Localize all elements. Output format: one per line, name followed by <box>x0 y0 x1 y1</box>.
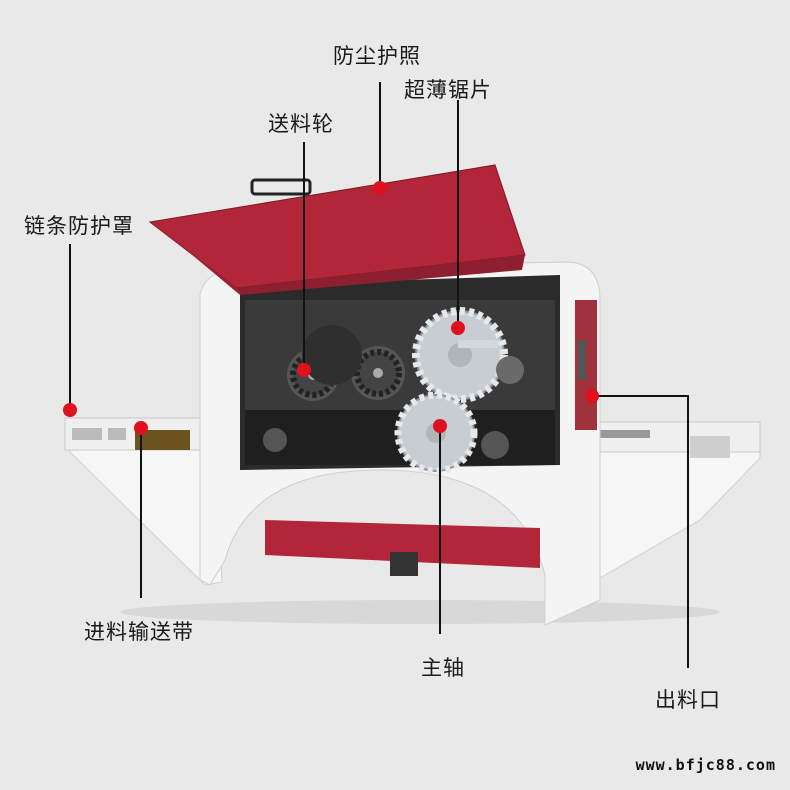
cover-handle <box>250 178 312 196</box>
label-infeed-conveyor: 进料输送带 <box>84 620 194 644</box>
infeed-conveyor <box>135 430 190 450</box>
upper-saw-blade <box>412 307 508 403</box>
callout-lines <box>69 82 689 668</box>
label-feed-wheel: 送料轮 <box>268 112 334 136</box>
label-outfeed: 出料口 <box>655 688 721 712</box>
label-ultrathin-blade: 超薄锯片 <box>404 78 492 102</box>
callout-markers <box>63 181 599 435</box>
label-main-shaft: 主轴 <box>421 656 465 680</box>
lower-red-plate <box>265 520 540 568</box>
label-chain-guard: 链条防护罩 <box>24 214 134 238</box>
label-dust-cover: 防尘护照 <box>333 44 421 68</box>
feed-wheel-2 <box>351 346 405 400</box>
watermark: www.bfjc88.com <box>635 756 776 774</box>
lower-saw-blade <box>394 391 478 475</box>
